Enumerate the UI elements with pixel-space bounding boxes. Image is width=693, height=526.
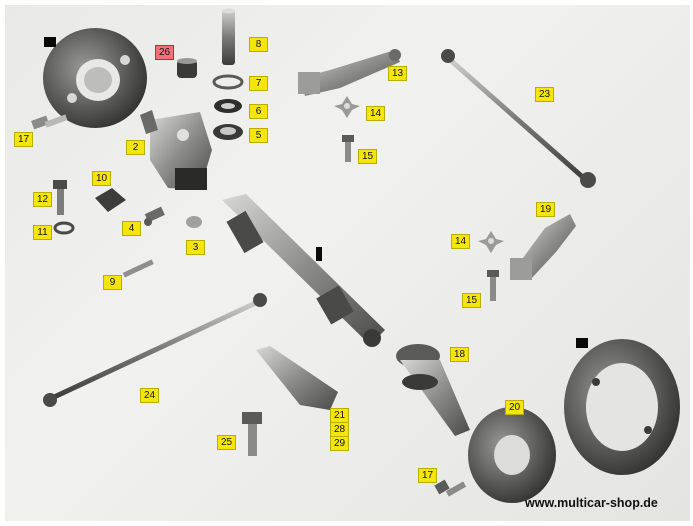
kingpin	[222, 8, 235, 65]
callout-19: 19	[536, 202, 555, 217]
callout-23: 23	[535, 87, 554, 102]
lock-plate-14-bottom	[478, 231, 504, 253]
callout-15-bottom: 15	[462, 293, 481, 308]
brake-drum	[564, 339, 680, 475]
callout-14-bottom: 14	[451, 234, 470, 249]
brake-backing-plate-20	[468, 407, 556, 503]
steering-arm-13	[298, 49, 401, 96]
tie-rod-24	[43, 293, 267, 407]
callout-14-top: 14	[366, 106, 385, 121]
callout-5: 5	[249, 128, 268, 143]
washer-11	[53, 221, 75, 235]
callout-7: 7	[249, 76, 268, 91]
bolt-12	[53, 180, 67, 215]
brake-backing-plate-top	[43, 28, 147, 128]
grease-nipple-4	[144, 206, 165, 226]
callout-12: 12	[33, 192, 52, 207]
callout-15-top: 15	[358, 149, 377, 164]
bolt-25	[242, 412, 262, 456]
pin-9	[122, 259, 154, 278]
cap-3	[186, 216, 202, 228]
bushing	[177, 58, 197, 78]
bolt-17-bottom	[434, 479, 467, 497]
callout-18: 18	[450, 347, 469, 362]
steering-arm-21	[256, 346, 338, 410]
front-axle-beam	[222, 194, 385, 347]
callout-17-top: 17	[14, 132, 33, 147]
tie-rod-23	[441, 49, 596, 188]
callout-20: 20	[505, 400, 524, 415]
callout-10: 10	[92, 171, 111, 186]
callout-11: 11	[33, 225, 52, 240]
marker-square-drum	[576, 338, 588, 348]
steering-knuckle	[140, 110, 212, 190]
marker-square-top	[44, 37, 56, 47]
steering-arm-19	[510, 214, 576, 280]
marker-square-axle	[316, 247, 322, 261]
callout-24: 24	[140, 388, 159, 403]
callout-4: 4	[122, 221, 141, 236]
cover-plate-10	[95, 188, 126, 212]
callout-29: 29	[330, 436, 349, 451]
callout-28: 28	[330, 422, 349, 437]
bolt-15-bottom	[487, 270, 499, 301]
callout-8: 8	[249, 37, 268, 52]
washer-7	[212, 74, 244, 90]
stub-axle-18	[396, 344, 470, 436]
callout-9: 9	[103, 275, 122, 290]
lock-plate-14-top	[334, 96, 360, 118]
callout-25: 25	[217, 435, 236, 450]
bolt-17-top	[31, 114, 68, 130]
callout-3: 3	[186, 240, 205, 255]
callout-21: 21	[330, 408, 349, 423]
callout-6: 6	[249, 104, 268, 119]
callout-26: 26	[155, 45, 174, 60]
bolt-15-top	[342, 135, 354, 162]
callout-17-bottom: 17	[418, 468, 437, 483]
website-watermark: www.multicar-shop.de	[525, 496, 658, 510]
callout-13: 13	[388, 66, 407, 81]
callout-2: 2	[126, 140, 145, 155]
